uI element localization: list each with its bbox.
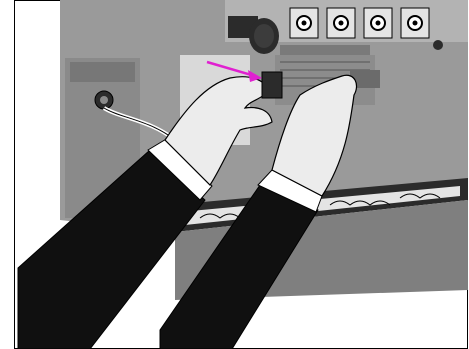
circular-control-button-icon [290,8,318,38]
circular-control-button-icon [401,8,429,38]
circular-control-button-icon [327,8,355,38]
circular-control-button-icon [364,8,392,38]
indicator-light [433,40,443,50]
removable-part [262,72,282,98]
